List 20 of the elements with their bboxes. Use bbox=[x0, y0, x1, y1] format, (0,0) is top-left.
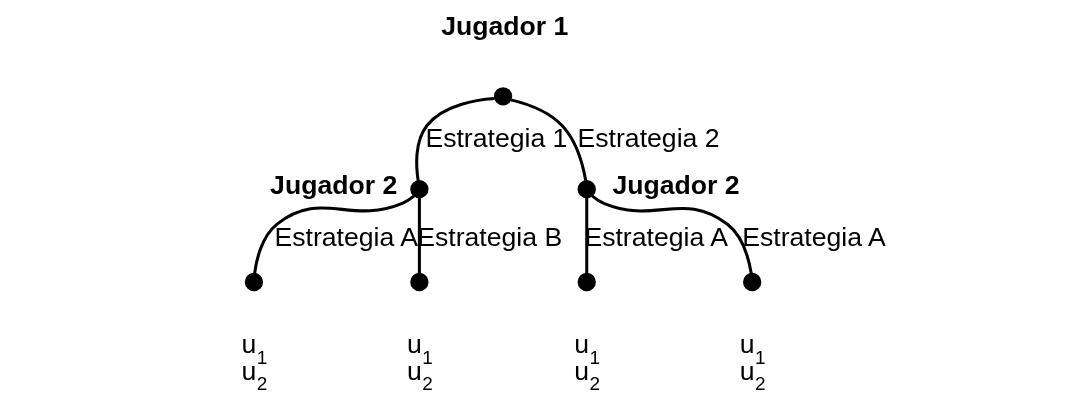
connector bbox=[585, 197, 589, 274]
connector bbox=[415, 97, 495, 181]
node-label: Jugador 2 bbox=[612, 170, 740, 201]
connector bbox=[253, 194, 416, 274]
edge-label: Estrategia 1 bbox=[425, 122, 568, 153]
node-circle bbox=[493, 87, 513, 106]
node-label: Jugador 1 bbox=[441, 11, 569, 42]
edge-label: Estrategia 2 bbox=[577, 122, 720, 153]
connector bbox=[510, 98, 588, 181]
edge-label: Estrategia A bbox=[274, 221, 418, 252]
connector bbox=[591, 194, 753, 274]
node-circle bbox=[244, 272, 264, 292]
node-circle bbox=[577, 179, 596, 199]
node-circle bbox=[410, 179, 429, 199]
node-circle bbox=[410, 272, 429, 292]
edge-label: Estrategia A bbox=[584, 221, 728, 252]
edge-label: Estrategia A bbox=[742, 221, 886, 252]
node-circle bbox=[577, 272, 596, 292]
node-label: Jugador 2 bbox=[270, 170, 398, 201]
node-circle bbox=[743, 272, 762, 292]
